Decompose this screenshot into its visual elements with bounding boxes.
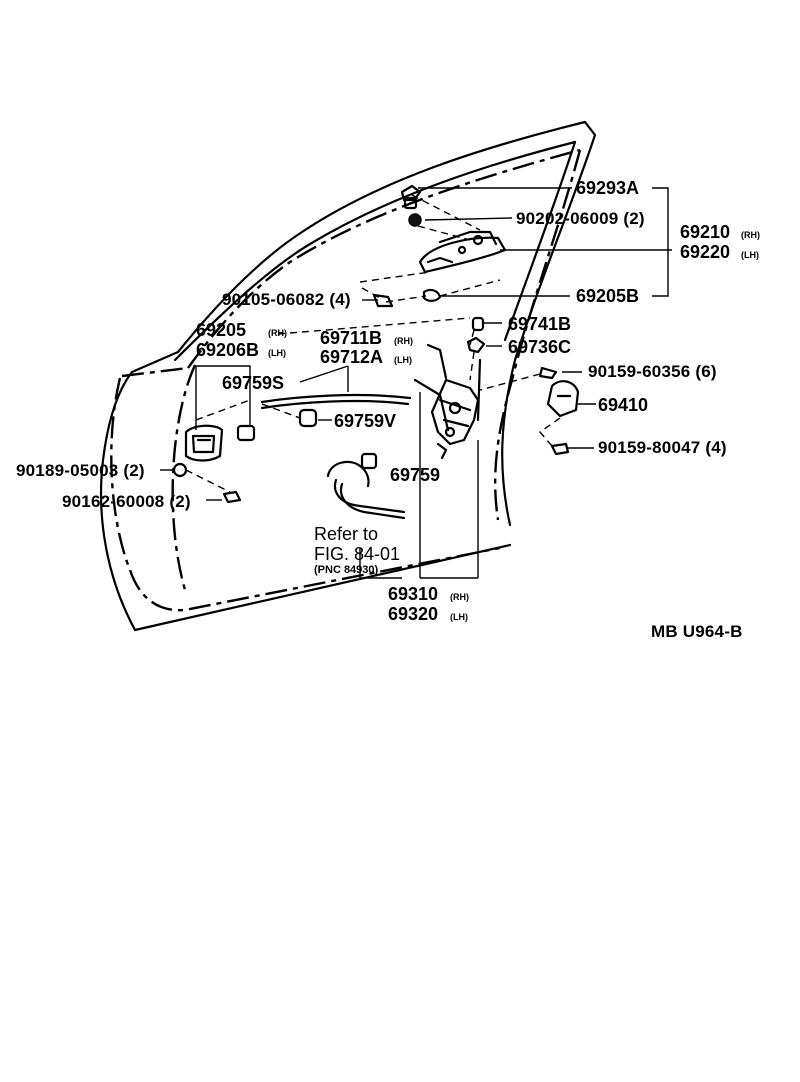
label-69206B-suffix: (LH): [268, 348, 286, 358]
bolt-90189: [172, 462, 188, 478]
figure-code: MB U964-B: [651, 622, 743, 641]
lock-rod-69711B: [426, 343, 448, 380]
label-69759S: 69759S: [222, 373, 284, 393]
label-69205: 69205: [196, 320, 246, 340]
label-69759: 69759: [390, 465, 440, 485]
label-69205-suffix: (RH): [268, 328, 287, 338]
label-69711B-suffix: (RH): [394, 336, 413, 346]
label-69410: 69410: [598, 395, 648, 415]
label-90159-80047: 90159-80047 (4): [598, 438, 727, 457]
inside-handle-69205: [184, 424, 224, 462]
refer-note-line1: Refer to: [314, 524, 378, 544]
screw-90159-80047: [550, 442, 570, 456]
outside-handle-69210: [418, 230, 507, 274]
label-90162-60008: 90162-60008 (2): [62, 492, 191, 511]
label-69210-suffix: (RH): [741, 230, 760, 240]
label-69736C: 69736C: [508, 337, 571, 357]
clip-69293A: [400, 184, 422, 210]
label-69320: 69320: [388, 604, 438, 624]
label-69320-suffix: (LH): [450, 612, 468, 622]
label-90189-05003: 90189-05003 (2): [16, 461, 145, 480]
nut-90202: [408, 213, 422, 227]
refer-note-line2: FIG. 84-01: [314, 544, 400, 564]
label-69220-suffix: (LH): [741, 250, 759, 260]
clip-69736C: [466, 336, 486, 354]
label-69206B: 69206B: [196, 340, 259, 360]
screw-90159-60356: [538, 366, 558, 380]
label-90105-06082: 90105-06082 (4): [222, 290, 351, 309]
wire-harness-69759: [326, 452, 406, 520]
clip-69741B: [471, 316, 485, 332]
dashed-leader-lines: [185, 194, 561, 493]
clip-69759S: [236, 424, 256, 442]
label-90159-60356: 90159-60356 (6): [588, 362, 717, 381]
screw-90162: [222, 490, 242, 504]
striker-69410: [546, 380, 580, 418]
label-69711B: 69711B: [320, 328, 382, 348]
gasket-69205B: [422, 288, 442, 302]
label-69220: 69220: [680, 242, 730, 262]
screw-90105: [372, 293, 394, 308]
label-69293A: 69293A: [576, 178, 639, 198]
refer-note-line3: (PNC 84930): [314, 564, 379, 576]
label-69310: 69310: [388, 584, 438, 604]
label-69741B: 69741B: [508, 314, 571, 334]
label-69712A-suffix: (LH): [394, 355, 412, 365]
inside-handle-rod-69759S: [260, 393, 412, 410]
door-inner-outline: [110, 148, 582, 612]
label-90202-06009: 90202-06009 (2): [516, 209, 645, 228]
leader-lines: [160, 187, 672, 579]
part-labels: 69293A 90202-06009 (2) 69210 (RH) 69220 …: [16, 178, 760, 641]
label-69310-suffix: (RH): [450, 592, 469, 602]
clip-69759V: [298, 408, 318, 428]
label-69205B: 69205B: [576, 286, 639, 306]
lock-rod-69759: [413, 358, 482, 432]
label-69210: 69210: [680, 222, 730, 242]
door-lock-assembly-69310: [430, 378, 480, 460]
label-69759V: 69759V: [334, 411, 396, 431]
label-69712A: 69712A: [320, 347, 383, 367]
